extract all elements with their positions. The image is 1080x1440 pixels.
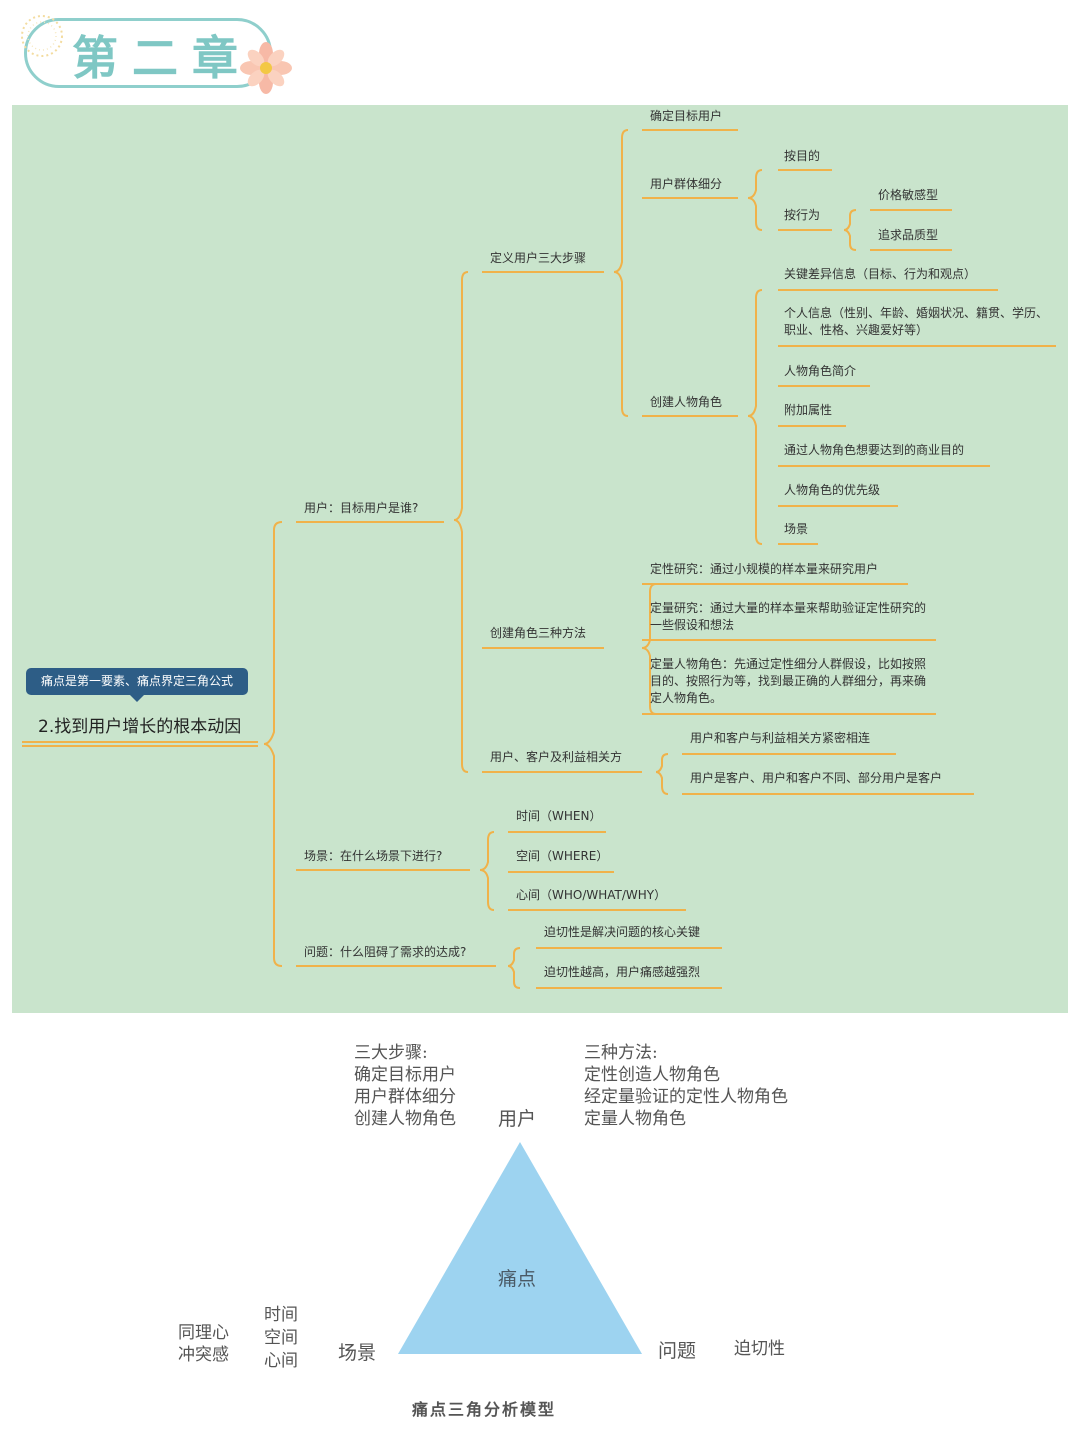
- right-label: 问题: [658, 1340, 697, 1362]
- node-segmentation: 用户群体细分: [650, 177, 723, 191]
- node-persona-intro: 人物角色简介: [784, 364, 857, 378]
- node-define-steps: 定义用户三大步骤: [490, 251, 587, 265]
- node-key-diff: 关键差异信息（目标、行为和观点）: [784, 267, 977, 281]
- left-label: 场景: [338, 1342, 377, 1364]
- right-extra: 迫切性: [734, 1339, 785, 1359]
- node-price-sensitive: 价格敏感型: [878, 188, 939, 202]
- node-persona-priority: 人物角色的优先级: [784, 483, 881, 497]
- node-scenario: 场景: [784, 522, 809, 536]
- node-quality-seeking: 追求品质型: [878, 228, 939, 242]
- flower-icon: [240, 42, 292, 94]
- step-item: 创建人物角色: [354, 1109, 456, 1129]
- step-item: 用户群体细分: [354, 1087, 456, 1107]
- node-by-behavior: 按行为: [784, 208, 821, 222]
- node-where: 空间（WHERE）: [516, 849, 609, 863]
- left-col2-item: 心间: [264, 1351, 298, 1371]
- node-quantitative: 定量研究：通过大量的样本量来帮助验证定性研究的一些假设和想法: [650, 601, 927, 632]
- node-qualitative: 定性研究：通过小规模的样本量来研究用户: [650, 562, 879, 576]
- node-urgency-high: 迫切性越高，用户痛感越强烈: [544, 965, 701, 979]
- node-user: 用户：目标用户是谁?: [304, 501, 419, 515]
- apex-label: 用户: [498, 1108, 537, 1130]
- root-title: 2.找到用户增长的根本动因: [38, 717, 242, 737]
- node-target-user: 确定目标用户: [650, 109, 723, 123]
- center-label: 痛点: [498, 1268, 537, 1290]
- node-business-goal: 通过人物角色想要达到的商业目的: [784, 443, 965, 457]
- root-tag: 痛点是第一要素、痛点界定三角公式: [26, 668, 248, 702]
- left-col1-item: 同理心: [178, 1323, 229, 1343]
- ring-decoration-icon: [21, 15, 63, 57]
- left-col2-item: 空间: [264, 1328, 298, 1348]
- node-closely-linked: 用户和客户与利益相关方紧密相连: [690, 731, 871, 745]
- chapter-badge: [24, 18, 272, 88]
- method-item: 经定量验证的定性人物角色: [584, 1087, 788, 1107]
- node-scene: 场景：在什么场景下进行?: [304, 849, 443, 863]
- caption: 痛点三角分析模型: [412, 1400, 557, 1419]
- node-stakeholders: 用户、客户及利益相关方: [490, 750, 623, 764]
- pain-point-triangle: [398, 1142, 642, 1354]
- left-col1-item: 冲突感: [178, 1345, 229, 1365]
- steps-heading: 三大步骤:: [354, 1043, 428, 1063]
- node-quant-persona: 定量人物角色：先通过定性细分人群假设，比如按照目的、按照行为等，找到最正确的人群…: [650, 657, 927, 705]
- node-by-goal: 按目的: [784, 149, 821, 163]
- node-three-methods: 创建角色三种方法: [490, 626, 587, 640]
- node-create-persona: 创建人物角色: [650, 395, 723, 409]
- mindmap-panel: [12, 105, 1068, 1013]
- node-personal-info: 个人信息（性别、年龄、婚姻状况、籍贯、学历、职业、性格、兴趣爱好等）: [784, 306, 1049, 337]
- node-urgency-key: 迫切性是解决问题的核心关键: [544, 925, 701, 939]
- node-extra-attr: 附加属性: [784, 403, 833, 417]
- node-user-customer: 用户是客户、用户和客户不同、部分用户是客户: [690, 771, 943, 785]
- method-item: 定量人物角色: [584, 1109, 686, 1129]
- step-item: 确定目标用户: [354, 1065, 456, 1085]
- method-item: 定性创造人物角色: [584, 1065, 720, 1085]
- node-when: 时间（WHEN）: [516, 809, 602, 823]
- methods-heading: 三种方法:: [584, 1043, 658, 1063]
- chapter-title: 第二章: [72, 31, 252, 85]
- left-col2-item: 时间: [264, 1305, 298, 1325]
- node-who: 心间（WHO/WHAT/WHY）: [516, 888, 667, 902]
- node-problem: 问题：什么阻碍了需求的达成?: [304, 945, 467, 959]
